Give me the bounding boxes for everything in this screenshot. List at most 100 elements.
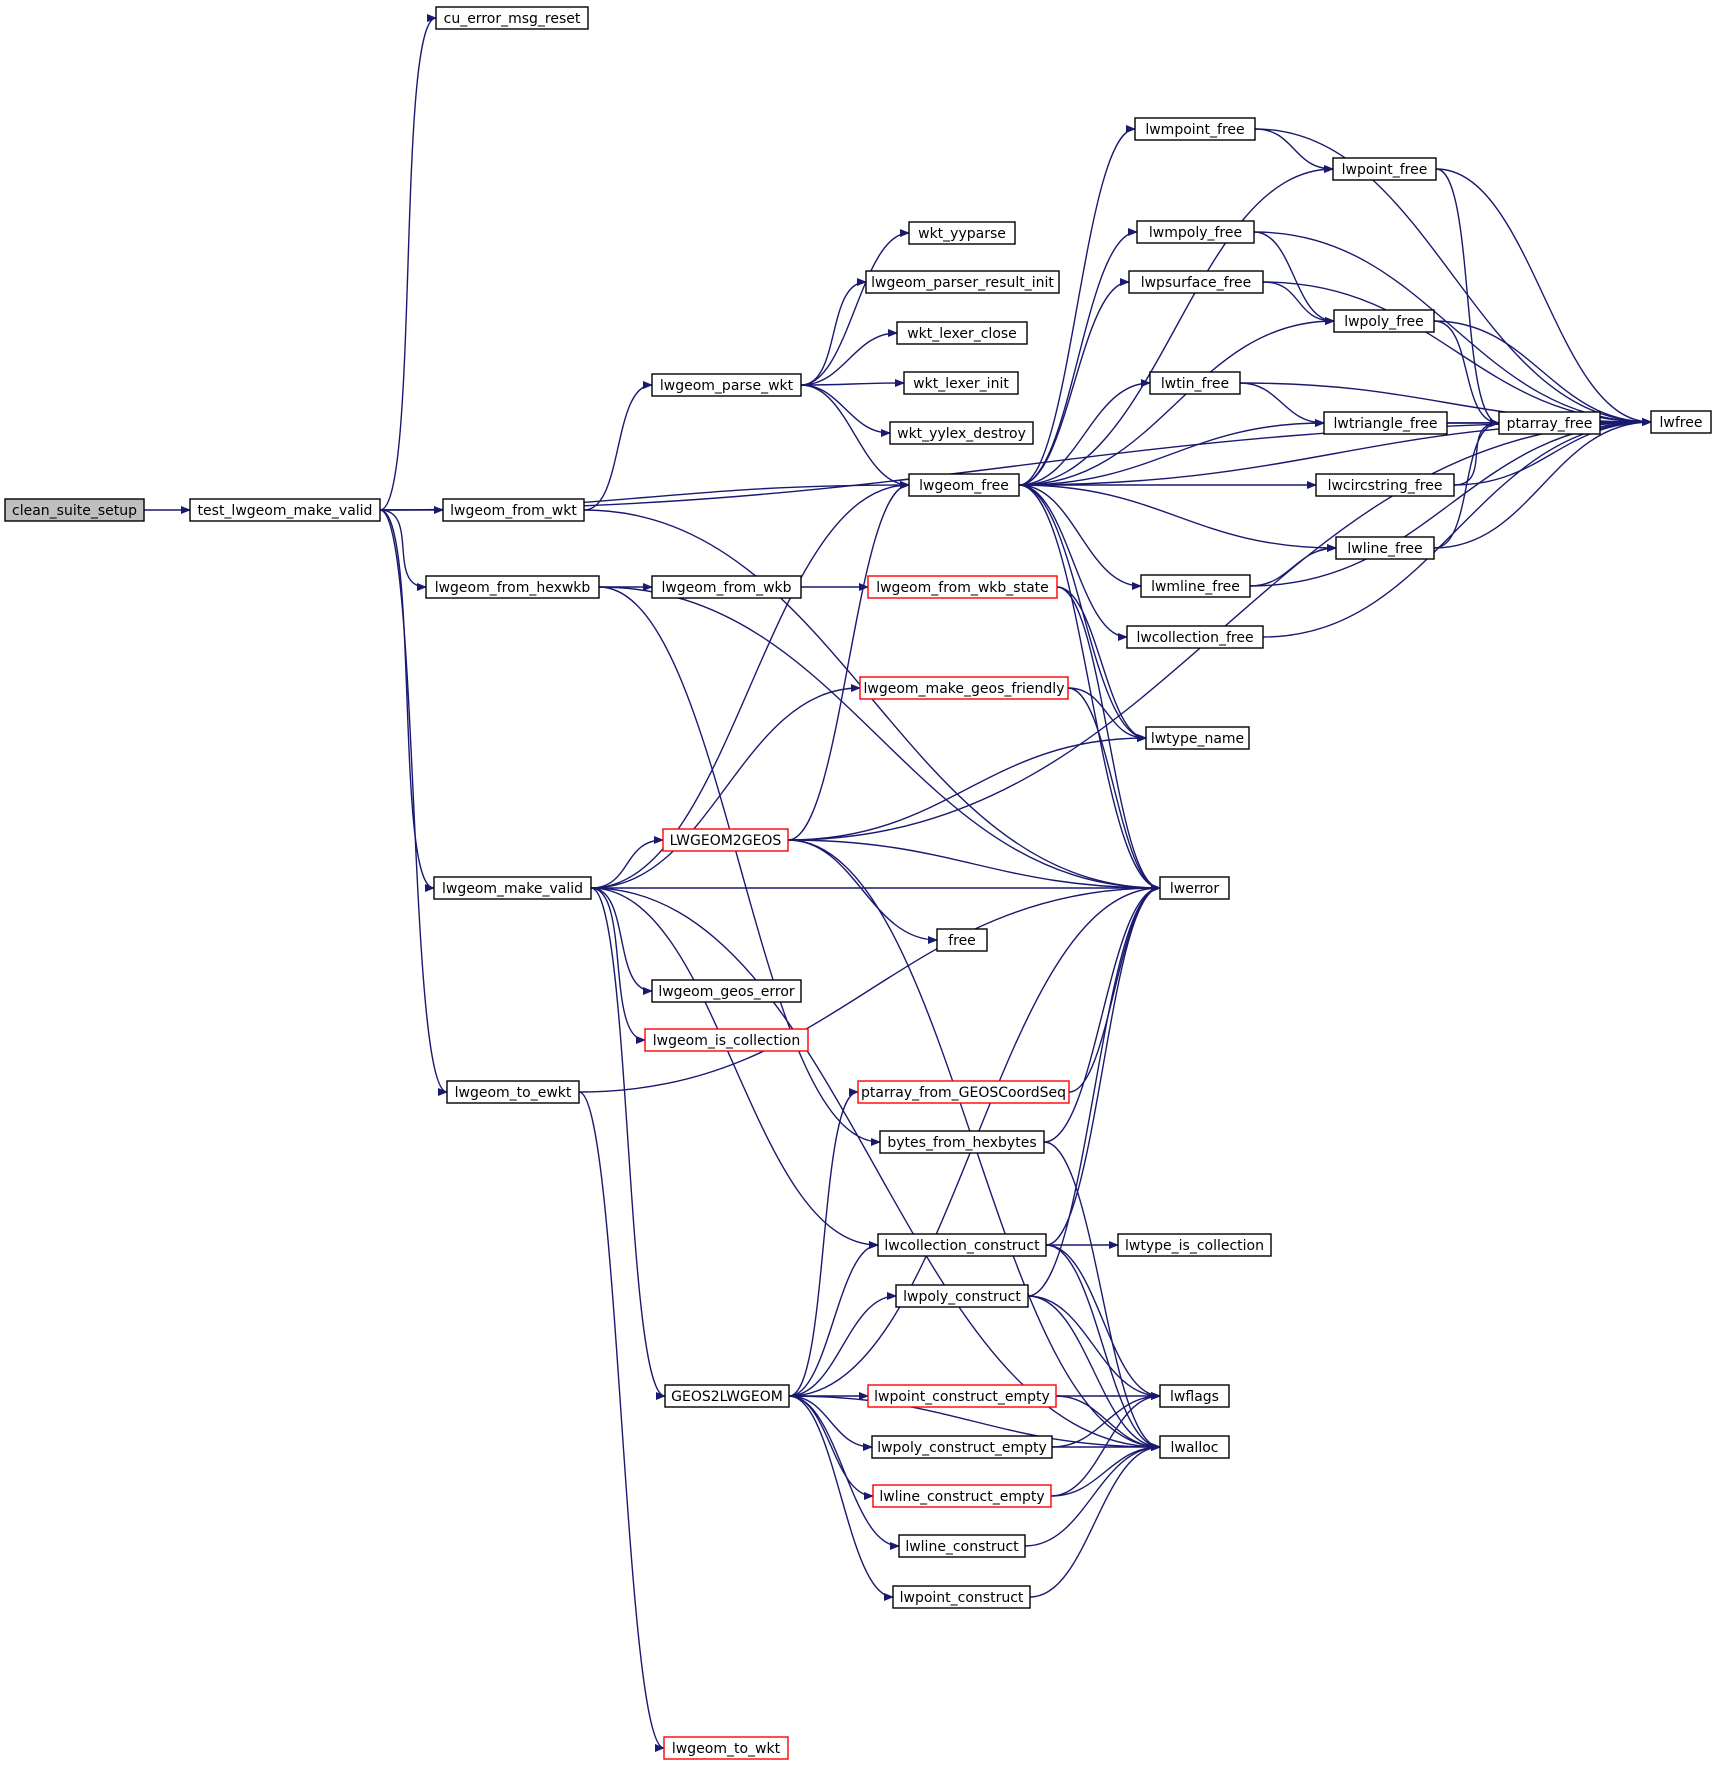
node-box[interactable] — [1332, 157, 1437, 181]
node-box[interactable] — [1134, 117, 1256, 141]
node-lwgeom_parser_result_init[interactable]: lwgeom_parser_result_init — [865, 270, 1060, 294]
node-lwgeom_make_geos_friendly[interactable]: lwgeom_make_geos_friendly — [859, 676, 1069, 700]
node-lwgeom_from_wkt[interactable]: lwgeom_from_wkt — [442, 498, 585, 522]
node-lwcircstring_free[interactable]: lwcircstring_free — [1315, 473, 1455, 497]
node-box[interactable] — [1323, 411, 1448, 435]
node-lwpoly_free[interactable]: lwpoly_free — [1333, 309, 1435, 333]
node-lwline_construct_empty[interactable]: lwline_construct_empty — [872, 1484, 1052, 1508]
node-lwmpoint_free[interactable]: lwmpoint_free — [1134, 117, 1256, 141]
node-bytes_from_hexbytes[interactable]: bytes_from_hexbytes — [879, 1130, 1045, 1154]
node-lwgeom_parse_wkt[interactable]: lwgeom_parse_wkt — [651, 373, 802, 397]
node-lwtype_name[interactable]: lwtype_name — [1145, 726, 1250, 750]
node-wkt_lexer_close[interactable]: wkt_lexer_close — [896, 321, 1028, 345]
node-box[interactable] — [1126, 625, 1264, 649]
node-wkt_lexer_init[interactable]: wkt_lexer_init — [903, 371, 1019, 395]
node-lwline_construct[interactable]: lwline_construct — [898, 1534, 1026, 1558]
node-lwpoly_construct_empty[interactable]: lwpoly_construct_empty — [871, 1435, 1053, 1459]
node-lwmpoly_free[interactable]: lwmpoly_free — [1136, 220, 1255, 244]
node-box[interactable] — [425, 575, 600, 599]
node-lwgeom_geos_error[interactable]: lwgeom_geos_error — [651, 979, 802, 1003]
node-box[interactable] — [1117, 1233, 1272, 1257]
node-box[interactable] — [1159, 876, 1230, 900]
node-box[interactable] — [936, 928, 988, 952]
node-lwpoint_construct[interactable]: lwpoint_construct — [892, 1585, 1031, 1609]
node-clean_suite_setup[interactable]: clean_suite_setup — [4, 498, 145, 522]
node-box[interactable] — [663, 1736, 789, 1760]
node-lwgeom_is_collection[interactable]: lwgeom_is_collection — [644, 1028, 809, 1052]
node-box[interactable] — [867, 1384, 1057, 1408]
node-lwalloc[interactable]: lwalloc — [1159, 1435, 1230, 1459]
node-lwpoly_construct[interactable]: lwpoly_construct — [895, 1284, 1029, 1308]
node-lwpoint_construct_empty[interactable]: lwpoint_construct_empty — [867, 1384, 1057, 1408]
node-lwflags[interactable]: lwflags — [1159, 1384, 1230, 1408]
node-box[interactable] — [664, 1384, 790, 1408]
node-lwpsurface_free[interactable]: lwpsurface_free — [1128, 270, 1264, 294]
node-box[interactable] — [892, 1585, 1031, 1609]
node-box[interactable] — [1140, 574, 1251, 598]
node-free[interactable]: free — [936, 928, 988, 952]
node-ptarray_free[interactable]: ptarray_free — [1498, 411, 1601, 435]
node-box[interactable] — [1333, 309, 1435, 333]
node-box[interactable] — [865, 270, 1060, 294]
node-box[interactable] — [871, 1435, 1053, 1459]
node-lwgeom_free[interactable]: lwgeom_free — [908, 473, 1020, 497]
node-wkt_yyparse[interactable]: wkt_yyparse — [908, 221, 1016, 245]
node-lwtriangle_free[interactable]: lwtriangle_free — [1323, 411, 1448, 435]
node-box[interactable] — [872, 1484, 1052, 1508]
node-lwgeom_to_ewkt[interactable]: lwgeom_to_ewkt — [446, 1080, 580, 1104]
node-box[interactable] — [442, 498, 585, 522]
node-test_lwgeom_make_valid[interactable]: test_lwgeom_make_valid — [189, 498, 381, 522]
node-lwline_free[interactable]: lwline_free — [1335, 536, 1435, 560]
node-box[interactable] — [903, 371, 1019, 395]
node-box[interactable] — [857, 1080, 1070, 1104]
node-box[interactable] — [1128, 270, 1264, 294]
node-cu_error_msg_reset[interactable]: cu_error_msg_reset — [435, 6, 589, 30]
node-lwfree[interactable]: lwfree — [1650, 410, 1712, 434]
node-box[interactable] — [189, 498, 381, 522]
node-LWGEOM2GEOS[interactable]: LWGEOM2GEOS — [662, 828, 789, 852]
node-lwgeom_make_valid[interactable]: lwgeom_make_valid — [433, 876, 592, 900]
node-box[interactable] — [662, 828, 789, 852]
node-lwcollection_free[interactable]: lwcollection_free — [1126, 625, 1264, 649]
node-lwgeom_to_wkt[interactable]: lwgeom_to_wkt — [663, 1736, 789, 1760]
node-box[interactable] — [1315, 473, 1455, 497]
node-box[interactable] — [1136, 220, 1255, 244]
node-box[interactable] — [867, 575, 1058, 599]
node-box[interactable] — [644, 1028, 809, 1052]
node-box[interactable] — [1159, 1435, 1230, 1459]
node-box[interactable] — [1498, 411, 1601, 435]
node-box[interactable] — [908, 473, 1020, 497]
node-box[interactable] — [877, 1233, 1047, 1257]
node-lwcollection_construct[interactable]: lwcollection_construct — [877, 1233, 1047, 1257]
node-box[interactable] — [1145, 726, 1250, 750]
node-box[interactable] — [889, 421, 1034, 445]
node-box[interactable] — [895, 1284, 1029, 1308]
node-ptarray_from_GEOSCoordSeq[interactable]: ptarray_from_GEOSCoordSeq — [857, 1080, 1070, 1104]
node-box[interactable] — [435, 6, 589, 30]
node-GEOS2LWGEOM[interactable]: GEOS2LWGEOM — [664, 1384, 790, 1408]
node-lwmline_free[interactable]: lwmline_free — [1140, 574, 1251, 598]
node-box[interactable] — [898, 1534, 1026, 1558]
node-box[interactable] — [1335, 536, 1435, 560]
node-wkt_yylex_destroy[interactable]: wkt_yylex_destroy — [889, 421, 1034, 445]
node-box[interactable] — [1650, 410, 1712, 434]
node-box[interactable] — [651, 575, 802, 599]
node-lwtype_is_collection[interactable]: lwtype_is_collection — [1117, 1233, 1272, 1257]
node-lwgeom_from_wkb_state[interactable]: lwgeom_from_wkb_state — [867, 575, 1058, 599]
node-box[interactable] — [651, 373, 802, 397]
node-box[interactable] — [446, 1080, 580, 1104]
node-box[interactable] — [651, 979, 802, 1003]
node-box[interactable] — [896, 321, 1028, 345]
node-lwgeom_from_wkb[interactable]: lwgeom_from_wkb — [651, 575, 802, 599]
node-lwerror[interactable]: lwerror — [1159, 876, 1230, 900]
node-lwgeom_from_hexwkb[interactable]: lwgeom_from_hexwkb — [425, 575, 600, 599]
node-box[interactable] — [1149, 371, 1241, 395]
node-box[interactable] — [908, 221, 1016, 245]
node-lwpoint_free[interactable]: lwpoint_free — [1332, 157, 1437, 181]
node-lwtin_free[interactable]: lwtin_free — [1149, 371, 1241, 395]
node-box[interactable] — [879, 1130, 1045, 1154]
node-box[interactable] — [1159, 1384, 1230, 1408]
node-box[interactable] — [4, 498, 145, 522]
node-box[interactable] — [433, 876, 592, 900]
node-box[interactable] — [859, 676, 1069, 700]
